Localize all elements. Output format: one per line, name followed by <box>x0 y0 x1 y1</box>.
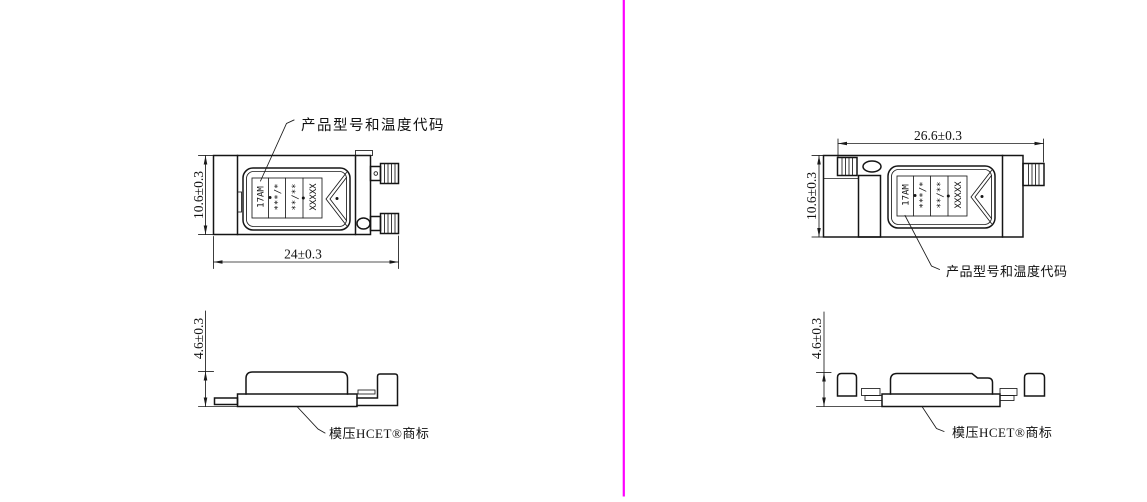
marking-line-4: XXXXX <box>309 183 319 211</box>
hook-terminal <box>356 373 399 407</box>
marking-line-2: ***/* <box>274 183 284 210</box>
body-outline <box>212 154 372 236</box>
side-height-dim-text: 4.6±0.3 <box>191 318 206 359</box>
right-plan-view: 17AM ***/* **/** XXXXX 26.6±0.3 10.6±0.3… <box>804 128 1068 279</box>
terminal-right <box>1022 162 1045 187</box>
left-side-view: 4.6±0.3 模压HCET®商标 <box>191 310 429 441</box>
marking-plate: 17AM ***/* **/** XXXXX <box>887 165 996 229</box>
marking-callout-text: 产品型号和温度代码 <box>301 117 445 134</box>
left-plan-view: 17AM ***/* **/** XXXXX 24±0.3 10.6±0.3 产… <box>191 117 445 269</box>
trademark-callout-text: 模压HCET®商标 <box>952 425 1052 440</box>
marking-line-3: **/** <box>936 181 946 208</box>
slot-oval <box>862 160 882 173</box>
hook-terminal-right <box>1023 372 1046 397</box>
hook-terminal-left <box>836 372 858 397</box>
terminal-bottom <box>369 212 400 235</box>
base-plate <box>881 393 1001 408</box>
molded-cap <box>889 372 994 395</box>
height-dim-text: 10.6±0.3 <box>804 172 819 220</box>
marking-line-1: 17AM <box>257 186 267 208</box>
base-plate <box>236 393 358 408</box>
width-dimension: 24±0.3 <box>213 235 399 269</box>
side-height-dimension: 4.6±0.3 <box>809 311 883 407</box>
side-notch <box>237 191 242 213</box>
side-height-dim-text: 4.6±0.3 <box>809 318 824 359</box>
trademark-callout: 模压HCET®商标 <box>296 405 429 441</box>
marking-callout: 产品型号和温度代码 <box>259 117 445 182</box>
marking-line-1: 17AM <box>902 184 912 206</box>
marking-line-3: **/** <box>291 183 301 210</box>
clip-chevron <box>970 169 993 225</box>
marking-callout: 产品型号和温度代码 <box>904 214 1068 279</box>
width-dim-text: 26.6±0.3 <box>914 128 962 143</box>
marking-line-4: XXXXX <box>954 181 964 209</box>
trademark-callout-text: 模压HCET®商标 <box>329 426 429 441</box>
clip-chevron <box>325 171 348 227</box>
trademark-callout: 模压HCET®商标 <box>921 405 1052 440</box>
right-side-view: 4.6±0.3 模压HCET®商标 <box>809 311 1052 440</box>
height-dimension: 10.6±0.3 <box>804 155 825 238</box>
marking-line-2: ***/* <box>919 181 929 208</box>
terminal-step <box>357 389 376 395</box>
rivet-dot <box>373 171 379 176</box>
top-step <box>355 150 373 156</box>
height-dim-text: 10.6±0.3 <box>191 171 206 219</box>
molded-cap <box>245 371 349 395</box>
marking-callout-text: 产品型号和温度代码 <box>946 264 1068 279</box>
side-height-dimension: 4.6±0.3 <box>191 310 238 407</box>
terminal-top <box>369 162 400 185</box>
width-dim-text: 24±0.3 <box>284 247 322 262</box>
slot-oval <box>356 217 371 230</box>
width-dimension: 26.6±0.3 <box>837 128 1044 163</box>
terminal-left <box>836 156 858 177</box>
marking-plate: 17AM ***/* **/** XXXXX <box>242 167 351 231</box>
left-tab <box>213 397 239 406</box>
body-outline <box>822 154 1024 238</box>
height-dimension: 10.6±0.3 <box>191 155 213 235</box>
inner-bar <box>857 174 882 238</box>
